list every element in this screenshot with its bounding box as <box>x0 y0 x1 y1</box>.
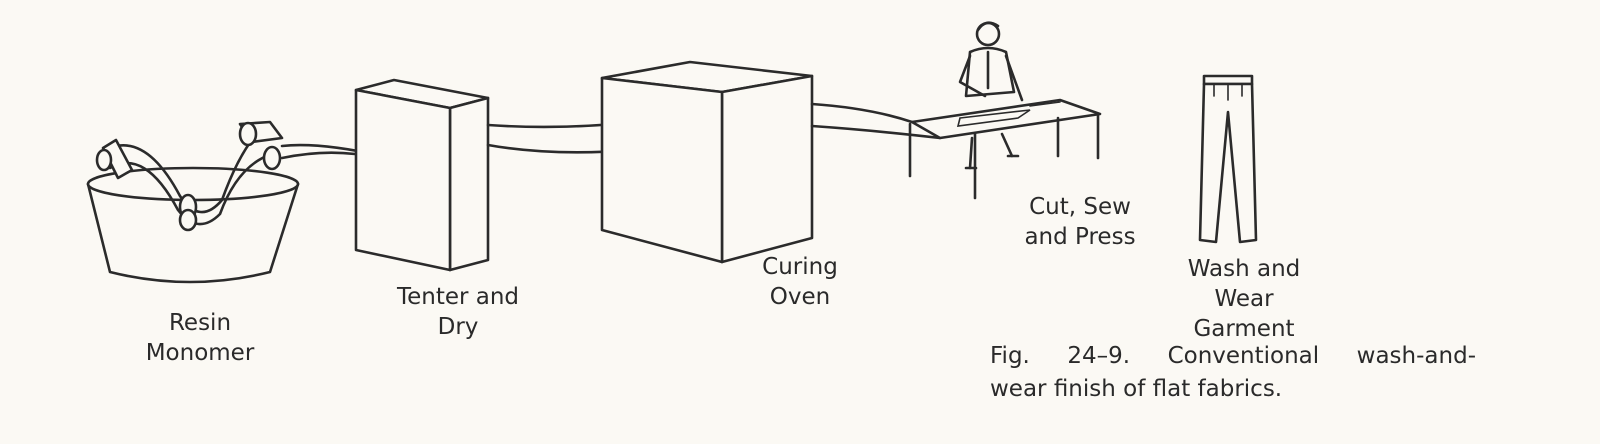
roller-icon <box>95 120 284 232</box>
label-wash-wear-garment: Wash and Wear Garment <box>1187 256 1301 342</box>
trousers-icon <box>1198 74 1258 244</box>
label-resin-monomer: Resin Monomer <box>145 310 255 366</box>
label-cut-sew-press: Cut, Sew and Press <box>1024 194 1136 250</box>
label-curing-oven: Curing Oven <box>762 254 838 310</box>
figure-caption: Fig. 24–9. Conventional wash-and- wear f… <box>990 340 1476 406</box>
worker-at-table-icon <box>908 21 1102 200</box>
resin-tub-icon <box>86 166 300 284</box>
caption-line-1: Fig. 24–9. Conventional wash-and- <box>990 343 1476 369</box>
tenter-box-icon <box>354 78 490 272</box>
caption-line-2: wear finish of flat fabrics. <box>990 376 1283 402</box>
label-tenter-and-dry: Tenter and Dry <box>396 284 520 340</box>
fabric-to-table <box>810 102 914 124</box>
curing-oven-box-icon <box>600 60 814 264</box>
